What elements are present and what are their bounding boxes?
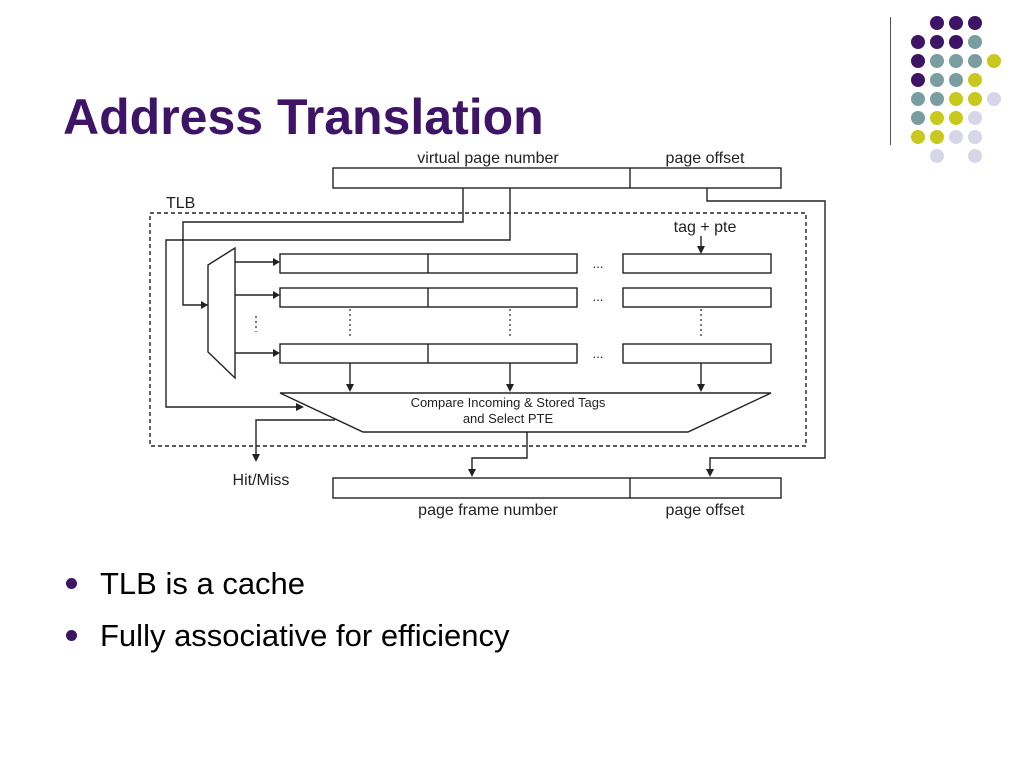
decorative-dot [949, 130, 963, 144]
tlb-row [279, 253, 772, 274]
decorative-dot [968, 54, 982, 68]
decorative-dot [968, 16, 982, 30]
decorative-dot [911, 73, 925, 87]
label-page-frame-number: page frame number [418, 502, 558, 519]
decorative-dot [987, 54, 1001, 68]
decorative-dot [987, 92, 1001, 106]
decorative-dot [930, 54, 944, 68]
tlb-row [279, 343, 772, 364]
virtual-address-box [332, 167, 782, 189]
bullet-list: TLB is a cache Fully associative for eff… [66, 560, 509, 664]
tlb-boundary [149, 212, 807, 447]
decorative-dot [930, 73, 944, 87]
decorative-dot [930, 92, 944, 106]
bullet-item: Fully associative for efficiency [66, 612, 509, 664]
decorative-dot [968, 73, 982, 87]
label-ellipsis: ... [593, 346, 604, 361]
compare-unit [279, 392, 772, 433]
label-virtual-page-number: virtual page number [417, 150, 559, 167]
bullet-text: Fully associative for efficiency [100, 618, 510, 653]
label-page-offset-bottom: page offset [666, 502, 745, 519]
decorative-dot [911, 111, 925, 125]
decorative-dot [949, 111, 963, 125]
label-ellipsis: ... [593, 289, 604, 304]
label-tag-pte: tag + pte [674, 219, 737, 236]
decorative-dot [930, 149, 944, 163]
bullet-item: TLB is a cache [66, 560, 509, 612]
label-ellipsis: ... [593, 256, 604, 271]
decorative-dot [930, 111, 944, 125]
decorative-divider [890, 17, 891, 145]
slide-title: Address Translation [63, 89, 544, 145]
decorative-dot [949, 16, 963, 30]
bullet-icon [66, 578, 77, 589]
decorative-dot [930, 16, 944, 30]
tlb-row [279, 287, 772, 308]
decorative-dot [911, 130, 925, 144]
decorative-dot-grid [911, 16, 1001, 163]
decorative-dot [949, 73, 963, 87]
label-compare-line1: Compare Incoming & Stored Tags [411, 395, 606, 410]
decorative-dot [968, 130, 982, 144]
label-tlb: TLB [166, 195, 195, 212]
decorative-dot [949, 92, 963, 106]
decorative-dot [911, 92, 925, 106]
decorative-dot [968, 35, 982, 49]
decorative-dot [930, 130, 944, 144]
decorative-dot [949, 54, 963, 68]
decorative-dot [968, 149, 982, 163]
label-hit-miss: Hit/Miss [233, 472, 290, 489]
physical-address-box [332, 477, 782, 499]
label-page-offset-top: page offset [666, 150, 745, 167]
decorative-dot [911, 35, 925, 49]
decorative-dot [968, 92, 982, 106]
bullet-text: TLB is a cache [100, 566, 306, 601]
decorative-dot [968, 111, 982, 125]
bullet-icon [66, 630, 77, 641]
decorative-dot [949, 35, 963, 49]
decorative-dot [911, 54, 925, 68]
label-compare-line2: and Select PTE [463, 411, 554, 426]
mux-shape [207, 246, 236, 380]
decorative-dot [930, 35, 944, 49]
